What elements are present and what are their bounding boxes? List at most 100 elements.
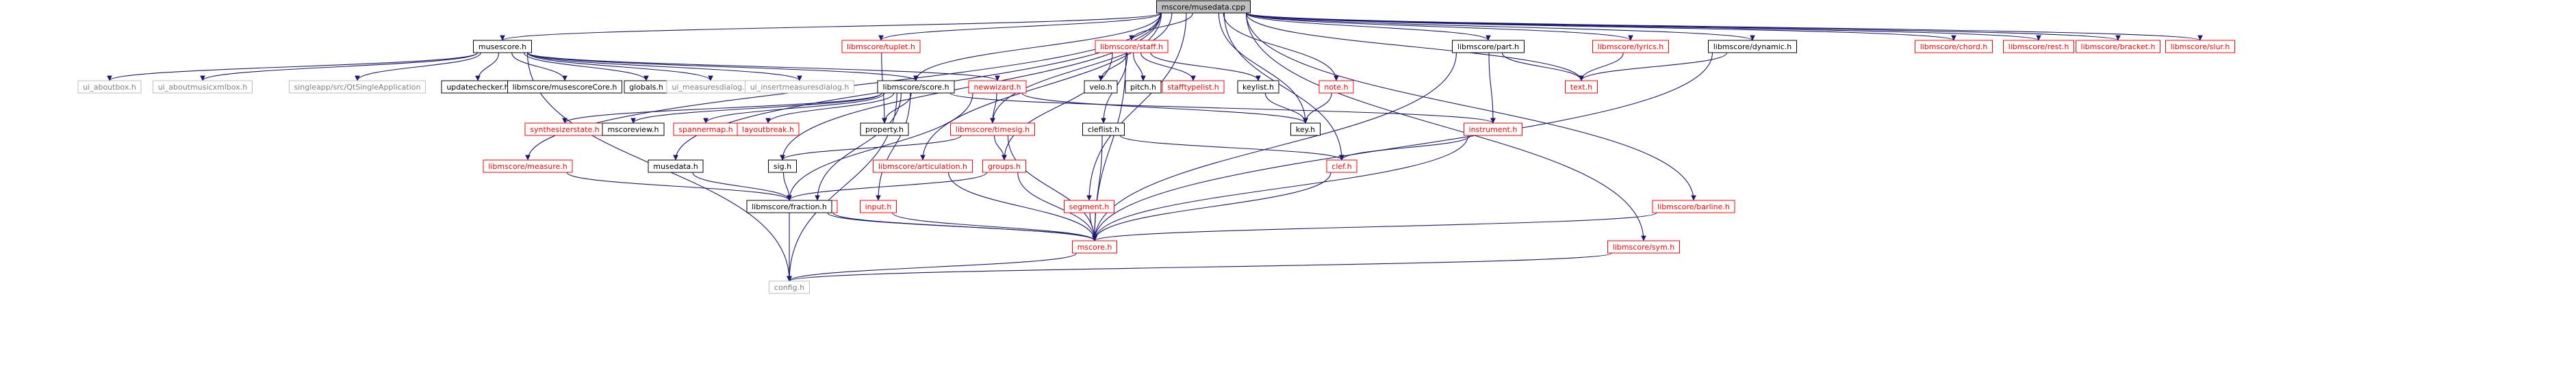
node-label: musedata.h bbox=[653, 162, 698, 171]
node-libmscore-measure-h[interactable]: libmscore/measure.h bbox=[483, 159, 573, 173]
edge-note-to-key bbox=[1303, 92, 1332, 124]
edge-musescore-to-ui_aboutbox bbox=[107, 52, 479, 81]
node-label: libmscore/slur.h bbox=[2171, 42, 2230, 51]
node-config-h: config.h bbox=[769, 280, 810, 294]
edge-root-to-libdynamic bbox=[1245, 12, 1755, 41]
node-libmscore-rest-h[interactable]: libmscore/rest.h bbox=[2003, 40, 2074, 53]
node-musedata-h[interactable]: musedata.h bbox=[648, 159, 704, 173]
node-ui-aboutbox-h: ui_aboutbox.h bbox=[77, 80, 142, 94]
node-label: cleflist.h bbox=[1088, 125, 1119, 134]
node-label: mscore/musedata.cpp bbox=[1162, 3, 1245, 12]
edge-root-to-libslur bbox=[1245, 12, 2203, 41]
edge-root-to-libstaff bbox=[1129, 12, 1193, 41]
node-input-h[interactable]: input.h bbox=[860, 200, 897, 213]
node-globals-h[interactable]: globals.h bbox=[624, 80, 669, 94]
node-label: libmscore/fraction.h bbox=[752, 202, 827, 211]
edge-root-to-libbracket bbox=[1245, 12, 2121, 41]
edge-root-to-text bbox=[1245, 12, 1584, 81]
node-libmscore-dynamic-h[interactable]: libmscore/dynamic.h bbox=[1708, 40, 1797, 53]
node-libmscore-timesig-h[interactable]: libmscore/timesig.h bbox=[950, 122, 1035, 136]
edge-libscore-to-mscoreview bbox=[630, 92, 882, 124]
node-label: libmscore/part.h bbox=[1457, 42, 1519, 51]
node-libmscore-lyrics-h[interactable]: libmscore/lyrics.h bbox=[1592, 40, 1669, 53]
node-musescore-h[interactable]: musescore.h bbox=[473, 40, 532, 53]
edge-libtimesig-to-mscoreh bbox=[1007, 135, 1097, 241]
edge-root-to-libsym bbox=[1245, 12, 1646, 241]
node-ui-aboutmusicxmlbox-h: ui_aboutmusicxmlbox.h bbox=[153, 80, 253, 94]
node-sig-h[interactable]: sig.h bbox=[768, 159, 797, 173]
node-libmscore-chord-h[interactable]: libmscore/chord.h bbox=[1915, 40, 1993, 53]
node-updatechecker-h[interactable]: updatechecker.h bbox=[441, 80, 515, 94]
node-mscore-musedata-cpp[interactable]: mscore/musedata.cpp bbox=[1156, 0, 1251, 14]
node-mscoreview-h[interactable]: mscoreview.h bbox=[602, 122, 665, 136]
edge-libdynamic-to-mscoreh bbox=[1092, 52, 1713, 241]
edge-root-to-libchord bbox=[1245, 12, 1956, 41]
node-label: libmscore/measure.h bbox=[488, 162, 568, 171]
edge-libstaff-to-stafftypelist bbox=[1140, 52, 1196, 81]
edge-groups-to-mscoreh bbox=[1017, 172, 1097, 241]
edge-instrument-to-mscoreh bbox=[1092, 135, 1469, 241]
node-stafftypelist-h[interactable]: stafftypelist.h bbox=[1162, 80, 1225, 94]
edge-musescore-to-updatechecker bbox=[475, 52, 500, 81]
node-label: libmscore/lyrics.h bbox=[1598, 42, 1663, 51]
node-libmscore-articulation-h[interactable]: libmscore/articulation.h bbox=[873, 159, 973, 173]
edge-musescore-to-newwizard bbox=[526, 52, 1000, 81]
edge-musescore-to-ui_aboutmusicxml bbox=[200, 52, 479, 81]
edge-libsym-to-config bbox=[787, 252, 1613, 282]
node-property-h[interactable]: property.h bbox=[860, 122, 909, 136]
node-groups-h[interactable]: groups.h bbox=[982, 159, 1026, 173]
node-label: mscore.h bbox=[1077, 243, 1112, 252]
node-label: updatechecker.h bbox=[446, 83, 509, 92]
node-libmscore-part-h[interactable]: libmscore/part.h bbox=[1452, 40, 1525, 53]
node-note-h[interactable]: note.h bbox=[1318, 80, 1354, 94]
node-clef-h[interactable]: clef.h bbox=[1326, 159, 1357, 173]
edge-input-to-mscoreh bbox=[891, 212, 1097, 241]
node-libmscore-score-h[interactable]: libmscore/score.h bbox=[877, 80, 955, 94]
node-libmscore-tuplet-h[interactable]: libmscore/tuplet.h bbox=[841, 40, 921, 53]
node-layoutbreak-h[interactable]: layoutbreak.h bbox=[737, 122, 800, 136]
node-libmscore-staff-h[interactable]: libmscore/staff.h bbox=[1095, 40, 1169, 53]
node-libmscore-bracket-h[interactable]: libmscore/bracket.h bbox=[2076, 40, 2160, 53]
node-newwizard-h[interactable]: newwizard.h bbox=[968, 80, 1027, 94]
node-mscore-h[interactable]: mscore.h bbox=[1072, 240, 1117, 254]
node-label: key.h bbox=[1296, 125, 1315, 134]
node-key-h[interactable]: key.h bbox=[1290, 122, 1321, 136]
node-label: stafftypelist.h bbox=[1167, 83, 1219, 92]
edge-musescore-to-libscore bbox=[526, 52, 919, 81]
edge-libtimesig-to-sig bbox=[780, 135, 962, 161]
node-libmscore-musescorecore-h[interactable]: libmscore/musescoreCore.h bbox=[507, 80, 622, 94]
edge-mscoreh-to-config bbox=[787, 252, 1077, 282]
edge-root-to-liblyrics bbox=[1245, 12, 1633, 41]
node-label: libmscore/timesig.h bbox=[956, 125, 1030, 134]
edge-root-to-libartic bbox=[920, 12, 1162, 161]
node-libmscore-sym-h[interactable]: libmscore/sym.h bbox=[1607, 240, 1680, 254]
node-libmscore-slur-h[interactable]: libmscore/slur.h bbox=[2165, 40, 2235, 53]
node-label: spannermap.h bbox=[678, 125, 732, 134]
edge-musescore-to-ui_insert bbox=[526, 52, 802, 81]
node-label: mscoreview.h bbox=[607, 125, 659, 134]
node-label: instrument.h bbox=[1469, 125, 1518, 134]
node-label: libmscore/tuplet.h bbox=[847, 42, 915, 51]
node-label: ui_measuresdialog.h bbox=[672, 83, 749, 92]
node-cleflist-h[interactable]: cleflist.h bbox=[1082, 122, 1125, 136]
node-libmscore-fraction-h[interactable]: libmscore/fraction.h bbox=[746, 200, 832, 213]
node-text-h[interactable]: text.h bbox=[1565, 80, 1598, 94]
node-label: globals.h bbox=[629, 83, 663, 92]
node-pitch-h[interactable]: pitch.h bbox=[1125, 80, 1162, 94]
node-synthesizerstate-h[interactable]: synthesizerstate.h bbox=[524, 122, 605, 136]
node-libmscore-barline-h[interactable]: libmscore/barline.h bbox=[1652, 200, 1735, 213]
edge-musescore-to-ui_measures bbox=[526, 52, 713, 81]
edge-libartic-to-mscoreh bbox=[948, 172, 1097, 241]
node-label: libmscore/rest.h bbox=[2008, 42, 2069, 51]
edge-libstaff-to-keylist bbox=[1150, 52, 1261, 81]
node-label: keylist.h bbox=[1242, 83, 1274, 92]
node-keylist-h[interactable]: keylist.h bbox=[1237, 80, 1279, 94]
edge-libpart-to-text bbox=[1501, 52, 1584, 81]
node-spannermap-h[interactable]: spannermap.h bbox=[673, 122, 739, 136]
node-segment-h[interactable]: segment.h bbox=[1064, 200, 1114, 213]
node-velo-h[interactable]: velo.h bbox=[1084, 80, 1118, 94]
node-instrument-h[interactable]: instrument.h bbox=[1464, 122, 1522, 136]
node-label: sig.h bbox=[774, 162, 791, 171]
node-label: musescore.h bbox=[479, 42, 526, 51]
